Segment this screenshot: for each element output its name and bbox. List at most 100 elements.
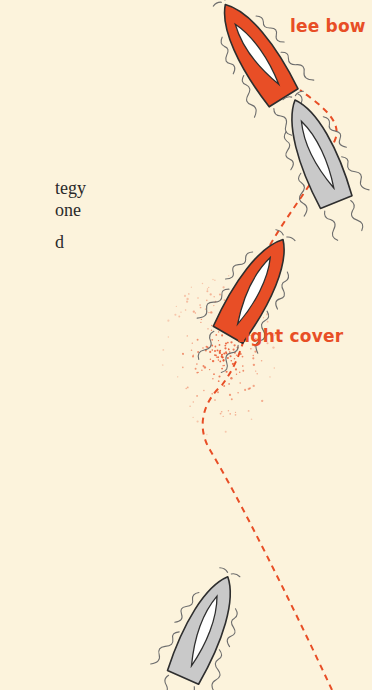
stipple-dot (182, 353, 184, 355)
stipple-dot (191, 287, 192, 288)
stipple-dot (209, 351, 211, 353)
stipple-dot (219, 352, 221, 354)
grey-boat (260, 82, 372, 249)
stipple-dot (198, 372, 199, 373)
stipple-dot (221, 334, 223, 336)
stipple-dot (192, 417, 193, 418)
stipple-dot (221, 368, 223, 370)
stipple-dot (191, 350, 193, 352)
stipple-dot (223, 385, 225, 387)
stipple-dot (221, 356, 223, 358)
stipple-dot (208, 312, 209, 313)
stipple-dot (242, 356, 244, 358)
stipple-dot (223, 352, 225, 354)
stipple-dot (218, 331, 219, 332)
stipple-dot (233, 349, 235, 351)
stipple-dot (222, 356, 224, 358)
stipple-dot (211, 393, 213, 395)
stipple-dot (230, 360, 232, 362)
stipple-dot (189, 406, 191, 408)
stipple-dot (195, 368, 197, 370)
stipple-dot (196, 372, 198, 374)
stipple-dot (236, 374, 237, 375)
stipple-dot (217, 349, 219, 351)
stipple-dot (184, 295, 186, 297)
stipple-dot (217, 356, 219, 358)
stipple-dot (229, 413, 231, 415)
stipple-dot (219, 293, 221, 295)
stipple-dot (212, 279, 213, 280)
stipple-dot (206, 300, 208, 302)
stipple-dot (256, 373, 257, 374)
stipple-dot (168, 336, 169, 337)
stipple-dot (222, 360, 224, 362)
stipple-dot (252, 357, 254, 359)
stipple-dot (219, 350, 221, 352)
stipple-dot (218, 359, 219, 360)
stipple-dot (225, 431, 227, 433)
stipple-dot (180, 312, 181, 313)
stipple-dot (237, 392, 239, 394)
stipple-dot (215, 334, 217, 336)
stipple-dot (225, 351, 227, 353)
stipple-dot (219, 360, 221, 362)
stipple-dot (236, 355, 237, 356)
stipple-dot (210, 359, 211, 360)
stipple-dot (202, 283, 203, 284)
stipple-dot (229, 394, 231, 396)
stipple-dot (227, 357, 229, 359)
stipple-dot (253, 364, 255, 366)
stipple-dot (272, 346, 274, 348)
stipple-dot (263, 317, 264, 318)
stipple-dot (201, 319, 202, 320)
stipple-dot (219, 344, 221, 346)
stipple-dot (269, 376, 270, 377)
stipple-dot (227, 342, 229, 344)
stipple-dot (214, 354, 216, 356)
stipple-dot (211, 325, 212, 326)
stipple-dot (211, 330, 212, 331)
stipple-dot (182, 353, 184, 355)
stipple-dot (242, 370, 244, 372)
stipple-dot (207, 328, 208, 329)
stipple-dot (230, 341, 232, 343)
stipple-dot (226, 371, 228, 373)
stipple-dot (231, 398, 233, 400)
stipple-dot (187, 386, 189, 388)
stipple-dot (228, 349, 230, 351)
stipple-dot (216, 356, 217, 357)
stipple-dot (177, 376, 178, 377)
stipple-dot (214, 350, 216, 352)
stipple-dot (228, 348, 230, 350)
stipple-dot (213, 296, 215, 298)
stipple-dot (212, 349, 214, 351)
stipple-dot (222, 286, 224, 288)
stipple-dot (197, 339, 199, 341)
stipple-dot (223, 416, 224, 417)
stipple-dot (251, 418, 253, 420)
page-text-fragment: one (55, 200, 81, 221)
stipple-dot (196, 420, 198, 422)
stipple-dot (224, 365, 225, 366)
tactic-label: lee bow (290, 16, 366, 36)
stipple-dot (221, 354, 222, 355)
stipple-dot (186, 301, 188, 303)
stipple-dot (223, 359, 225, 361)
stipple-dot (162, 349, 164, 351)
stipple-dot (200, 322, 201, 323)
stipple-dot (235, 412, 236, 413)
stipple-dot (224, 345, 226, 347)
stipple-dot (202, 347, 204, 349)
stipple-dot (206, 346, 208, 348)
stipple-dot (261, 360, 263, 362)
page-text-fragment: d (55, 232, 64, 253)
stipple-dot (253, 385, 255, 387)
stipple-dot (193, 401, 195, 403)
stipple-dot (208, 287, 209, 288)
stipple-dot (195, 312, 196, 313)
stipple-dot (196, 363, 198, 365)
stipple-dot (250, 348, 252, 350)
stipple-dot (239, 372, 241, 374)
stipple-dot (274, 367, 275, 368)
stipple-dot (213, 305, 214, 306)
